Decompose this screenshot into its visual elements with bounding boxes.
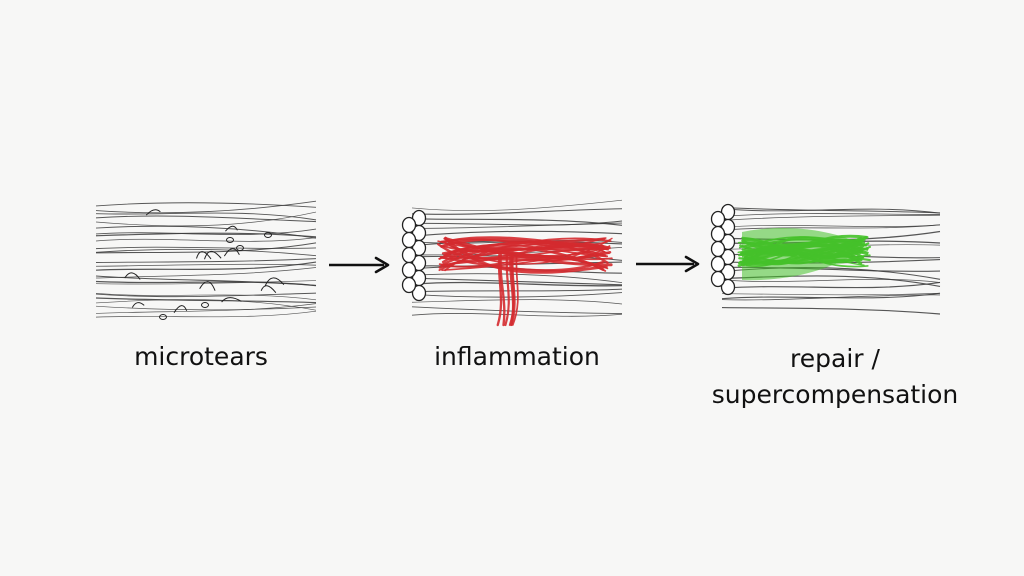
- fiber-line: [95, 299, 317, 311]
- debris-fragment: [159, 314, 167, 320]
- inflamed-strand: [438, 257, 607, 272]
- fiber-line: [95, 267, 317, 279]
- fiber-line: [95, 225, 317, 239]
- inflamed-strand: [438, 250, 606, 269]
- fiber-line: [95, 212, 317, 221]
- stage-repair-illustration: [710, 203, 941, 315]
- arrow-1-head: [374, 256, 390, 274]
- fiber-line: [721, 307, 941, 315]
- fiber-line: [411, 222, 623, 229]
- frayed-fragment: [124, 272, 141, 280]
- fiber-line: [95, 237, 317, 242]
- frayed-fragment: [145, 209, 161, 216]
- fiber-end: [710, 210, 726, 228]
- fiber-end: [401, 261, 417, 279]
- fiber-line: [95, 215, 317, 223]
- fiber-line: [95, 297, 317, 304]
- debris-fragment: [236, 245, 244, 251]
- fiber-line: [95, 258, 317, 263]
- fiber-line: [95, 248, 317, 257]
- frayed-fragment: [204, 250, 222, 260]
- fiber-line: [411, 299, 623, 305]
- label-inflammation: inflammation: [434, 342, 600, 371]
- frayed-fragment: [131, 302, 145, 308]
- frayed-fragment: [199, 281, 216, 291]
- inflamed-strand: [509, 253, 515, 327]
- fiber-line: [95, 293, 317, 301]
- fiber-line: [95, 246, 317, 250]
- fiber-line: [95, 310, 317, 318]
- inflamed-strand: [443, 237, 613, 265]
- inflamed-strand: [511, 254, 519, 326]
- fiber-line: [95, 202, 317, 208]
- fiber-end: [411, 284, 427, 302]
- fiber-line: [95, 261, 317, 271]
- fiber-line: [721, 292, 941, 296]
- frayed-fragment: [196, 251, 212, 260]
- fiber-end: [401, 246, 417, 264]
- stage-inflammation-illustration: [401, 199, 623, 327]
- fiber-line: [721, 294, 941, 301]
- fiber-line: [721, 206, 941, 214]
- arrow-2: [636, 255, 700, 273]
- fiber-line: [95, 242, 317, 254]
- inflamed-strand: [496, 253, 503, 327]
- fiber-end: [401, 216, 417, 234]
- fiber-line: [411, 281, 623, 287]
- frayed-fragment: [223, 248, 240, 257]
- fiber-line: [411, 208, 623, 215]
- frayed-fragment: [260, 285, 277, 294]
- fiber-end: [720, 278, 736, 296]
- fiber-line: [95, 200, 317, 214]
- fiber-line: [411, 277, 623, 286]
- fiber-line: [721, 281, 941, 289]
- fiber-line: [721, 213, 941, 217]
- frayed-fragment: [264, 277, 285, 287]
- arrow-2-head: [684, 255, 700, 273]
- arrow-1: [329, 256, 390, 274]
- fiber-line: [411, 220, 623, 226]
- repaired-region: [742, 227, 865, 281]
- fiber-end: [710, 270, 726, 288]
- fiber-line: [721, 214, 941, 221]
- inflamed-strand: [499, 253, 506, 327]
- debris-fragment: [264, 232, 272, 238]
- fiber-line: [721, 208, 941, 214]
- frayed-fragment: [221, 297, 242, 303]
- fiber-end: [710, 255, 726, 273]
- fiber-line: [411, 292, 623, 298]
- stage-microtears-illustration: [95, 200, 317, 320]
- fiber-line: [95, 232, 317, 238]
- fiber-line: [721, 278, 941, 283]
- fiber-end: [401, 276, 417, 294]
- fiber-line: [411, 199, 623, 211]
- fiber-line: [95, 305, 317, 311]
- fiber-line: [95, 211, 317, 227]
- frayed-fragment: [173, 305, 188, 313]
- debris-fragment: [226, 237, 234, 243]
- fiber-end: [401, 231, 417, 249]
- label-repair-line-1: repair /: [790, 344, 880, 373]
- inflamed-strand: [441, 237, 606, 264]
- fiber-end: [710, 225, 726, 243]
- fiber-line: [95, 292, 317, 298]
- fiber-line: [721, 224, 941, 228]
- label-repair-line-2: supercompensation: [711, 380, 959, 409]
- fiber-line: [95, 280, 317, 285]
- fiber-line: [95, 263, 317, 267]
- label-microtears: microtears: [134, 342, 268, 371]
- inflamed-strand: [439, 255, 605, 272]
- fiber-line: [95, 303, 317, 314]
- label-repair: repair / supercompensation: [690, 341, 980, 413]
- inflamed-strand: [504, 253, 510, 327]
- fiber-line: [95, 228, 317, 235]
- frayed-fragment: [225, 225, 238, 232]
- fiber-line: [411, 288, 623, 293]
- debris-fragment: [201, 302, 209, 308]
- fiber-line: [411, 230, 623, 237]
- fiber-line: [721, 224, 941, 231]
- fiber-end: [710, 240, 726, 258]
